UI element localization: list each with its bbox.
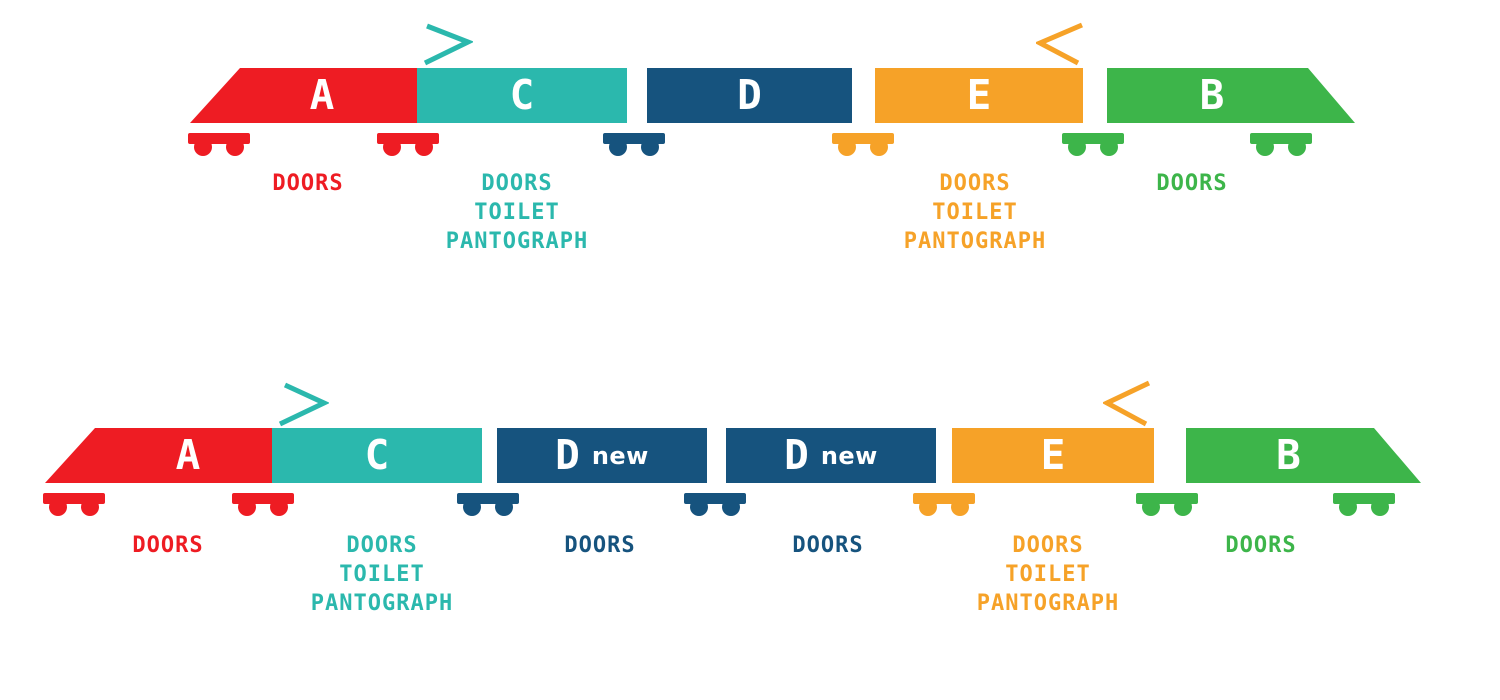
- bogie-icon: [188, 133, 250, 156]
- pantograph-left-icon: [1103, 380, 1151, 427]
- car-b-features: DOORS: [1111, 531, 1411, 560]
- car-a-features: DOORS: [18, 531, 318, 560]
- car-letter: D: [784, 431, 809, 479]
- bogie-icon: [43, 493, 105, 516]
- car-d-new-2: D new: [726, 428, 936, 483]
- car-c-features: DOORS TOILET PANTOGRAPH: [232, 531, 532, 618]
- bogie-icon: [832, 133, 894, 156]
- bogie-icon: [913, 493, 975, 516]
- car-letter: D: [555, 431, 580, 479]
- feature-line: PANTOGRAPH: [976, 591, 1120, 616]
- car-letter: D: [737, 71, 762, 119]
- pantograph-right-icon: [278, 382, 329, 427]
- car-d-new-2-features: DOORS: [678, 531, 978, 560]
- pantograph-left-icon: [1036, 22, 1083, 66]
- feature-line: PANTOGRAPH: [310, 591, 454, 616]
- feature-line: DOORS: [132, 533, 204, 558]
- car-e: E: [952, 428, 1154, 483]
- feature-line: DOORS: [272, 171, 344, 196]
- bogie-icon: [684, 493, 746, 516]
- car-e: E: [875, 68, 1083, 123]
- car-a-features: DOORS: [158, 169, 458, 198]
- bogie-icon: [1062, 133, 1124, 156]
- car-a: A: [45, 428, 293, 483]
- car-d-new-1: D new: [497, 428, 707, 483]
- feature-line: TOILET: [932, 200, 1018, 225]
- feature-line: PANTOGRAPH: [445, 229, 589, 254]
- feature-line: DOORS: [346, 533, 418, 558]
- feature-line: DOORS: [1225, 533, 1297, 558]
- car-letter: B: [1276, 431, 1301, 479]
- feature-line: DOORS: [1012, 533, 1084, 558]
- feature-line: TOILET: [339, 562, 425, 587]
- bogie-icon: [457, 493, 519, 516]
- car-letter: A: [309, 71, 335, 119]
- car-b: B: [1107, 68, 1355, 123]
- car-d-new-1-features: DOORS: [450, 531, 750, 560]
- car-letter: E: [1040, 431, 1066, 479]
- car-e-features: DOORS TOILET PANTOGRAPH: [898, 531, 1198, 618]
- feature-line: DOORS: [1156, 171, 1228, 196]
- pantograph-right-icon: [423, 23, 473, 66]
- car-e-features: DOORS TOILET PANTOGRAPH: [825, 169, 1125, 256]
- bogie-icon: [1136, 493, 1198, 516]
- bogie-icon: [1250, 133, 1312, 156]
- car-letter-suffix: new: [820, 441, 878, 470]
- car-letter: A: [175, 431, 201, 479]
- feature-line: DOORS: [792, 533, 864, 558]
- car-c: C: [417, 68, 627, 123]
- feature-line: DOORS: [564, 533, 636, 558]
- bogie-icon: [232, 493, 294, 516]
- car-letter: E: [966, 71, 992, 119]
- car-d: D: [647, 68, 852, 123]
- car-c: C: [272, 428, 482, 483]
- car-letter-suffix: new: [591, 441, 649, 470]
- car-letter: C: [364, 431, 390, 479]
- car-letter: C: [509, 71, 535, 119]
- feature-line: DOORS: [939, 171, 1011, 196]
- bogie-icon: [377, 133, 439, 156]
- car-c-features: DOORS TOILET PANTOGRAPH: [367, 169, 667, 256]
- bogie-icon: [603, 133, 665, 156]
- car-b-features: DOORS: [1042, 169, 1342, 198]
- feature-line: TOILET: [474, 200, 560, 225]
- car-b: B: [1186, 428, 1421, 483]
- feature-line: PANTOGRAPH: [903, 229, 1047, 254]
- bogie-icon: [1333, 493, 1395, 516]
- feature-line: DOORS: [481, 171, 553, 196]
- feature-line: TOILET: [1005, 562, 1091, 587]
- car-letter: B: [1199, 71, 1225, 119]
